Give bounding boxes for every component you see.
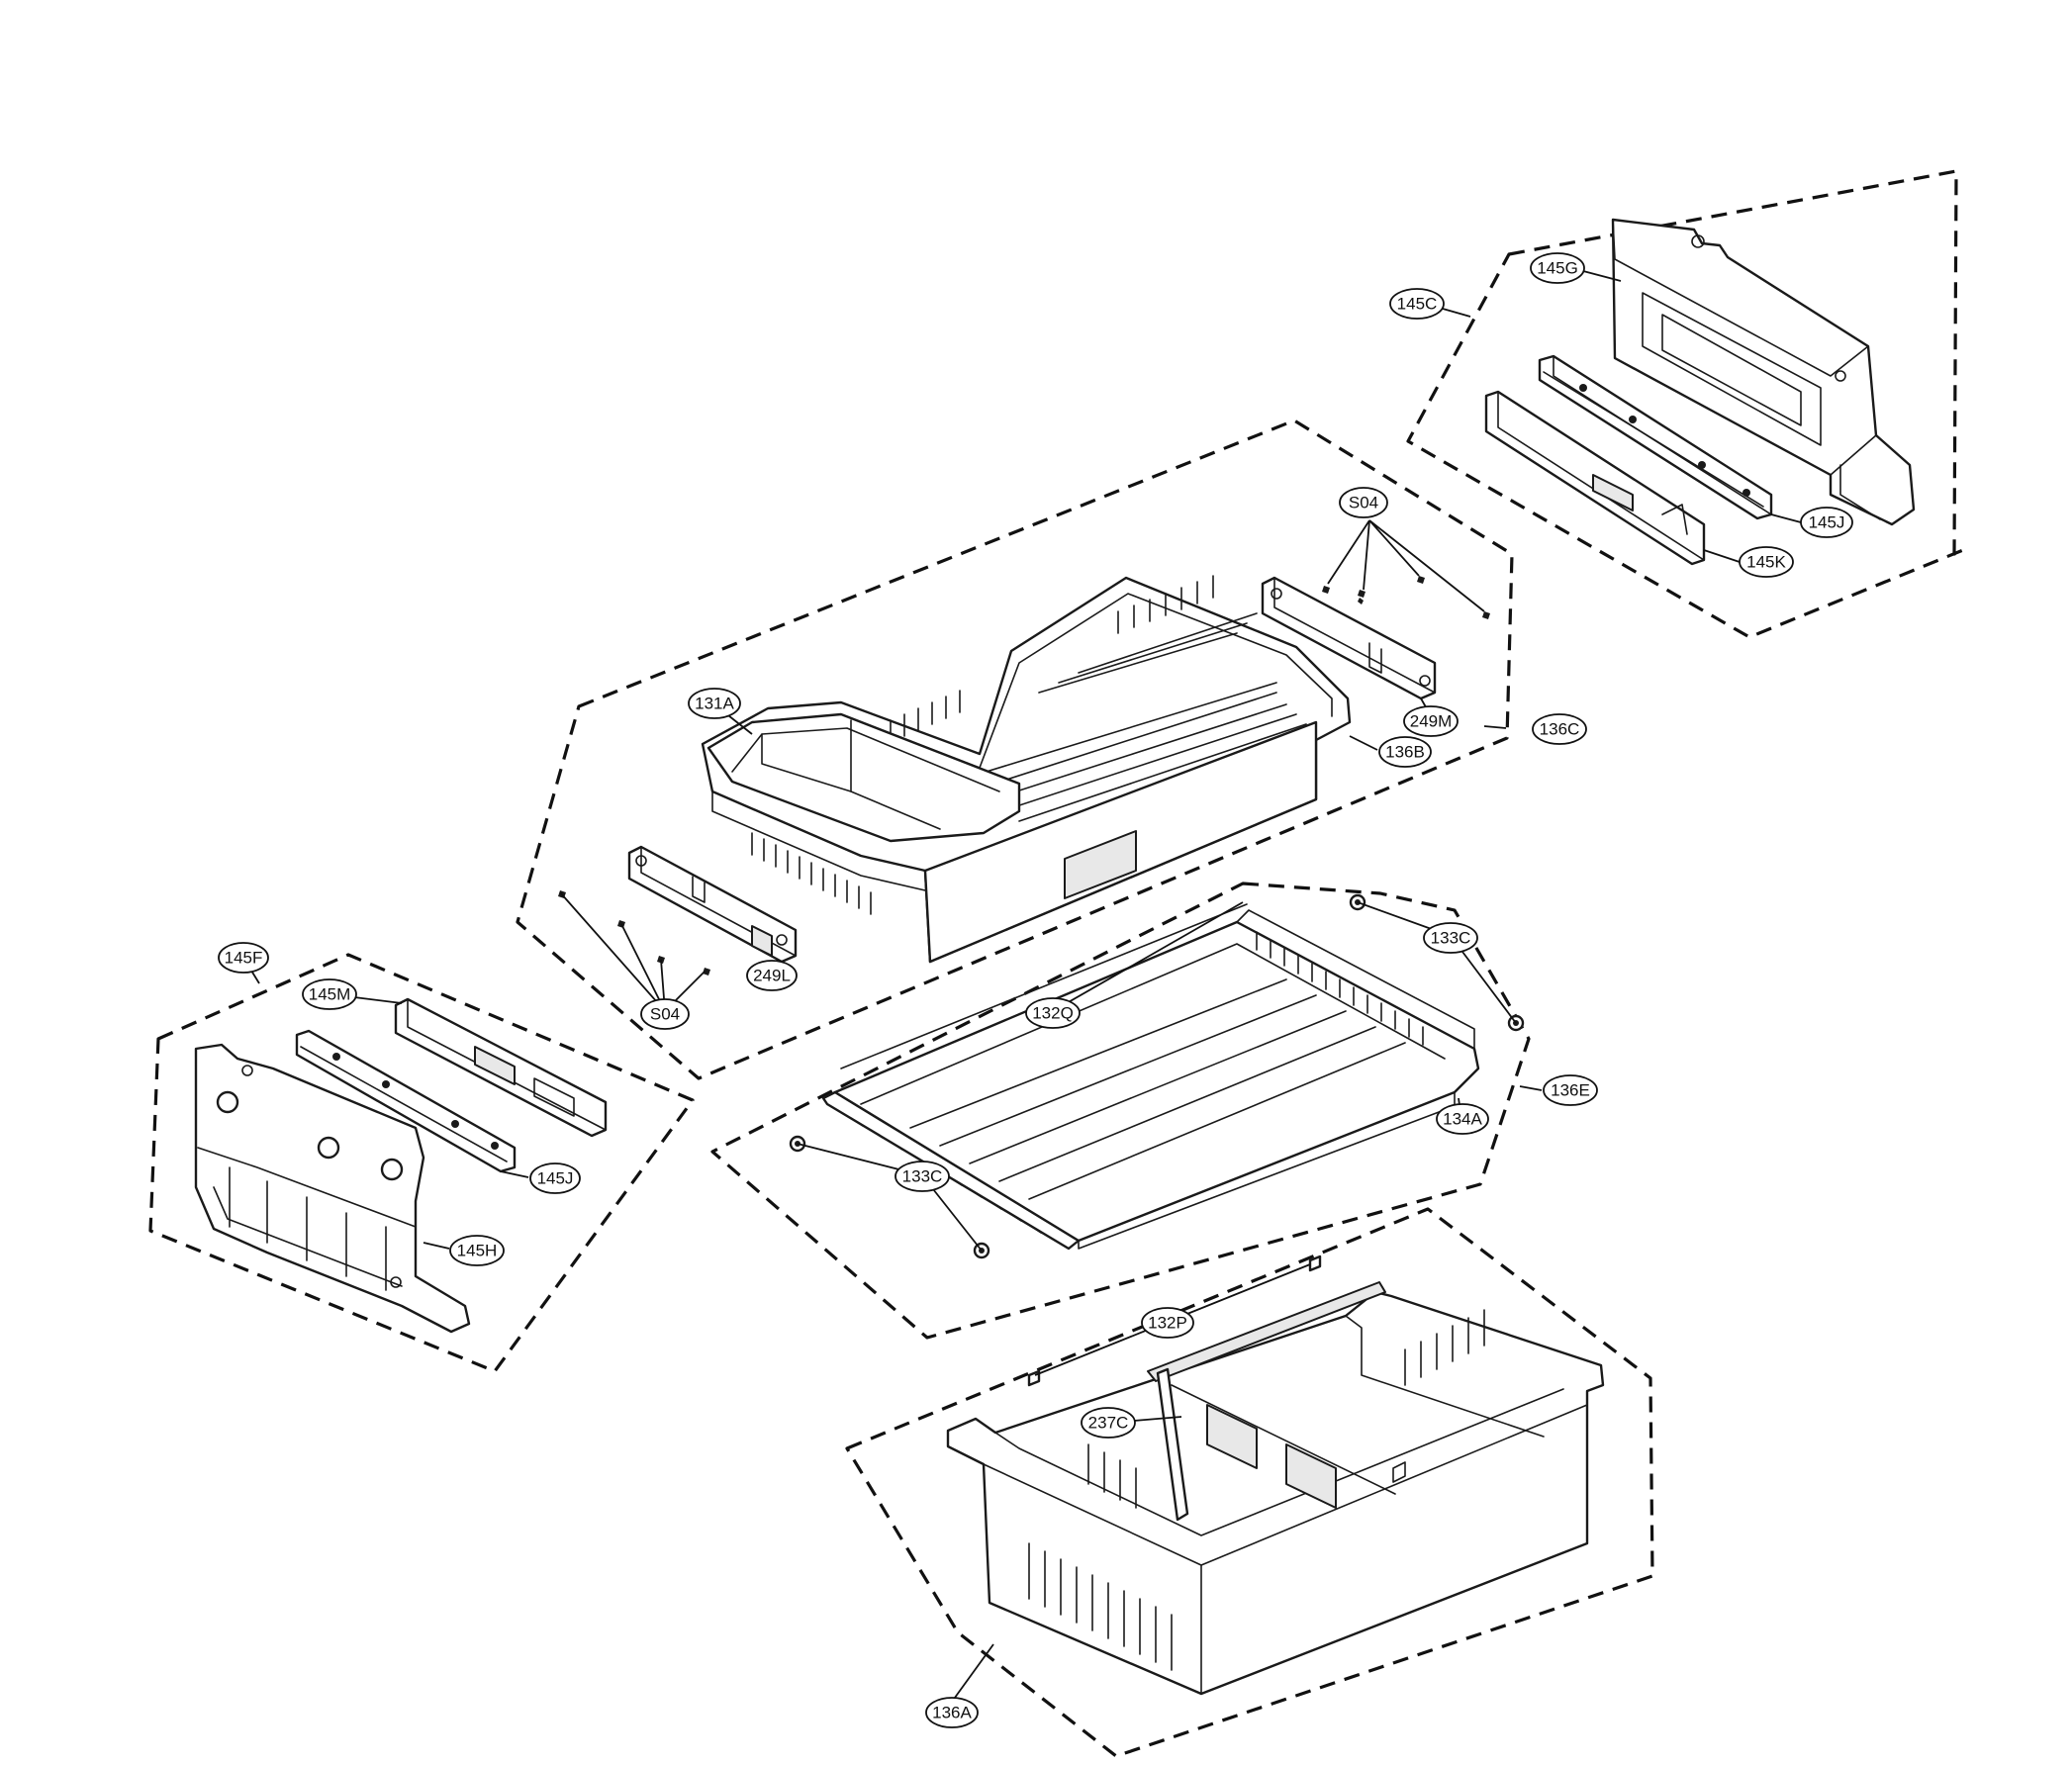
- leader-145J-top: [1770, 513, 1802, 523]
- svg-text:145K: 145K: [1746, 553, 1786, 572]
- leader-136C: [1483, 725, 1507, 729]
- callout-S04-top: S04: [1339, 487, 1388, 518]
- leader-136B: [1349, 735, 1378, 751]
- assembly-boundary-145F: [148, 953, 695, 1373]
- svg-text:136C: 136C: [1540, 720, 1580, 739]
- drawer-slide-rail-145J-top: [1538, 354, 1773, 520]
- svg-text:145J: 145J: [537, 1169, 574, 1188]
- rail-bracket-145H: [194, 1043, 471, 1334]
- svg-text:145G: 145G: [1537, 259, 1578, 278]
- svg-text:S04: S04: [650, 1005, 680, 1024]
- svg-text:136B: 136B: [1385, 743, 1425, 762]
- assembly-boundary-136E: [710, 882, 1531, 1340]
- svg-text:145M: 145M: [309, 985, 351, 1004]
- callout-145K: 145K: [1739, 546, 1794, 578]
- callout-136E: 136E: [1543, 1074, 1598, 1106]
- rail-cover-145M: [394, 997, 608, 1138]
- svg-text:145F: 145F: [225, 949, 263, 968]
- leader-145G: [1582, 270, 1622, 282]
- svg-text:136A: 136A: [932, 1704, 972, 1722]
- assembly-boundary-136A: [845, 1207, 1654, 1758]
- svg-text:132Q: 132Q: [1032, 1004, 1074, 1023]
- drawer-cover-134A: [821, 909, 1480, 1251]
- lower-basket-136A: [946, 1281, 1605, 1696]
- callout-136C: 136C: [1532, 713, 1587, 745]
- callout-145J-left: 145J: [529, 1162, 581, 1194]
- assembly-boundary-145C: [1406, 169, 1965, 639]
- drawer-slide-rail-145J-left: [295, 1029, 517, 1173]
- small-bin-131A: [706, 712, 1021, 843]
- leader-145H: [423, 1242, 450, 1250]
- drawer-rail-bracket-249M: [1261, 576, 1437, 700]
- callout-237C: 237C: [1081, 1407, 1136, 1439]
- svg-text:237C: 237C: [1088, 1414, 1129, 1433]
- callout-133C-bottom: 133C: [895, 1161, 950, 1192]
- screw-set-S04-top: [1322, 576, 1490, 619]
- svg-text:249L: 249L: [753, 967, 791, 985]
- svg-text:136E: 136E: [1551, 1081, 1590, 1100]
- leader-237C: [1133, 1416, 1182, 1422]
- leader-136E: [1519, 1085, 1543, 1091]
- callout-S04-bottom: S04: [640, 998, 690, 1030]
- svg-text:132P: 132P: [1148, 1314, 1187, 1333]
- leader-145M: [353, 996, 403, 1004]
- svg-text:145C: 145C: [1397, 295, 1438, 314]
- leader-S04-bottom: [559, 891, 706, 1012]
- callout-132P: 132P: [1141, 1307, 1194, 1339]
- callout-145M: 145M: [302, 978, 357, 1010]
- leader-132Q: [1052, 901, 1244, 1012]
- callout-131A: 131A: [688, 688, 741, 719]
- leader-145K: [1703, 549, 1741, 563]
- callout-145G: 145G: [1530, 252, 1585, 284]
- basket-vents-136A: [1028, 1309, 1485, 1671]
- callout-249L: 249L: [746, 960, 798, 991]
- svg-text:249M: 249M: [1410, 712, 1453, 731]
- callout-249M: 249M: [1403, 705, 1459, 737]
- callout-145C: 145C: [1389, 288, 1445, 320]
- callout-133C-top: 133C: [1423, 922, 1478, 954]
- leader-S04-top: [1327, 519, 1485, 612]
- callout-145J-top: 145J: [1800, 507, 1853, 538]
- callout-134A: 134A: [1436, 1103, 1489, 1135]
- svg-text:S04: S04: [1349, 494, 1378, 512]
- leader-136A: [951, 1643, 994, 1703]
- svg-text:133C: 133C: [1431, 929, 1471, 948]
- callout-136A: 136A: [925, 1697, 979, 1728]
- drawer-rail-bracket-249L: [627, 845, 798, 964]
- callout-145H: 145H: [449, 1235, 505, 1266]
- rail-bracket-145G: [1611, 218, 1916, 526]
- callout-136B: 136B: [1378, 736, 1432, 768]
- svg-text:145J: 145J: [1809, 513, 1845, 532]
- svg-text:134A: 134A: [1443, 1110, 1482, 1129]
- leader-145J-left: [500, 1170, 529, 1178]
- callout-132Q: 132Q: [1025, 997, 1081, 1029]
- assembly-boundary-136C: [516, 418, 1514, 1080]
- leader-145C: [1442, 308, 1471, 318]
- svg-text:145H: 145H: [457, 1242, 498, 1260]
- rail-cover-145K: [1484, 390, 1706, 566]
- svg-text:133C: 133C: [902, 1167, 943, 1186]
- basket-vents-136B: [751, 575, 1214, 915]
- cover-seal-132Q: [840, 903, 1248, 1069]
- svg-text:131A: 131A: [695, 695, 734, 713]
- callout-145F: 145F: [218, 942, 269, 974]
